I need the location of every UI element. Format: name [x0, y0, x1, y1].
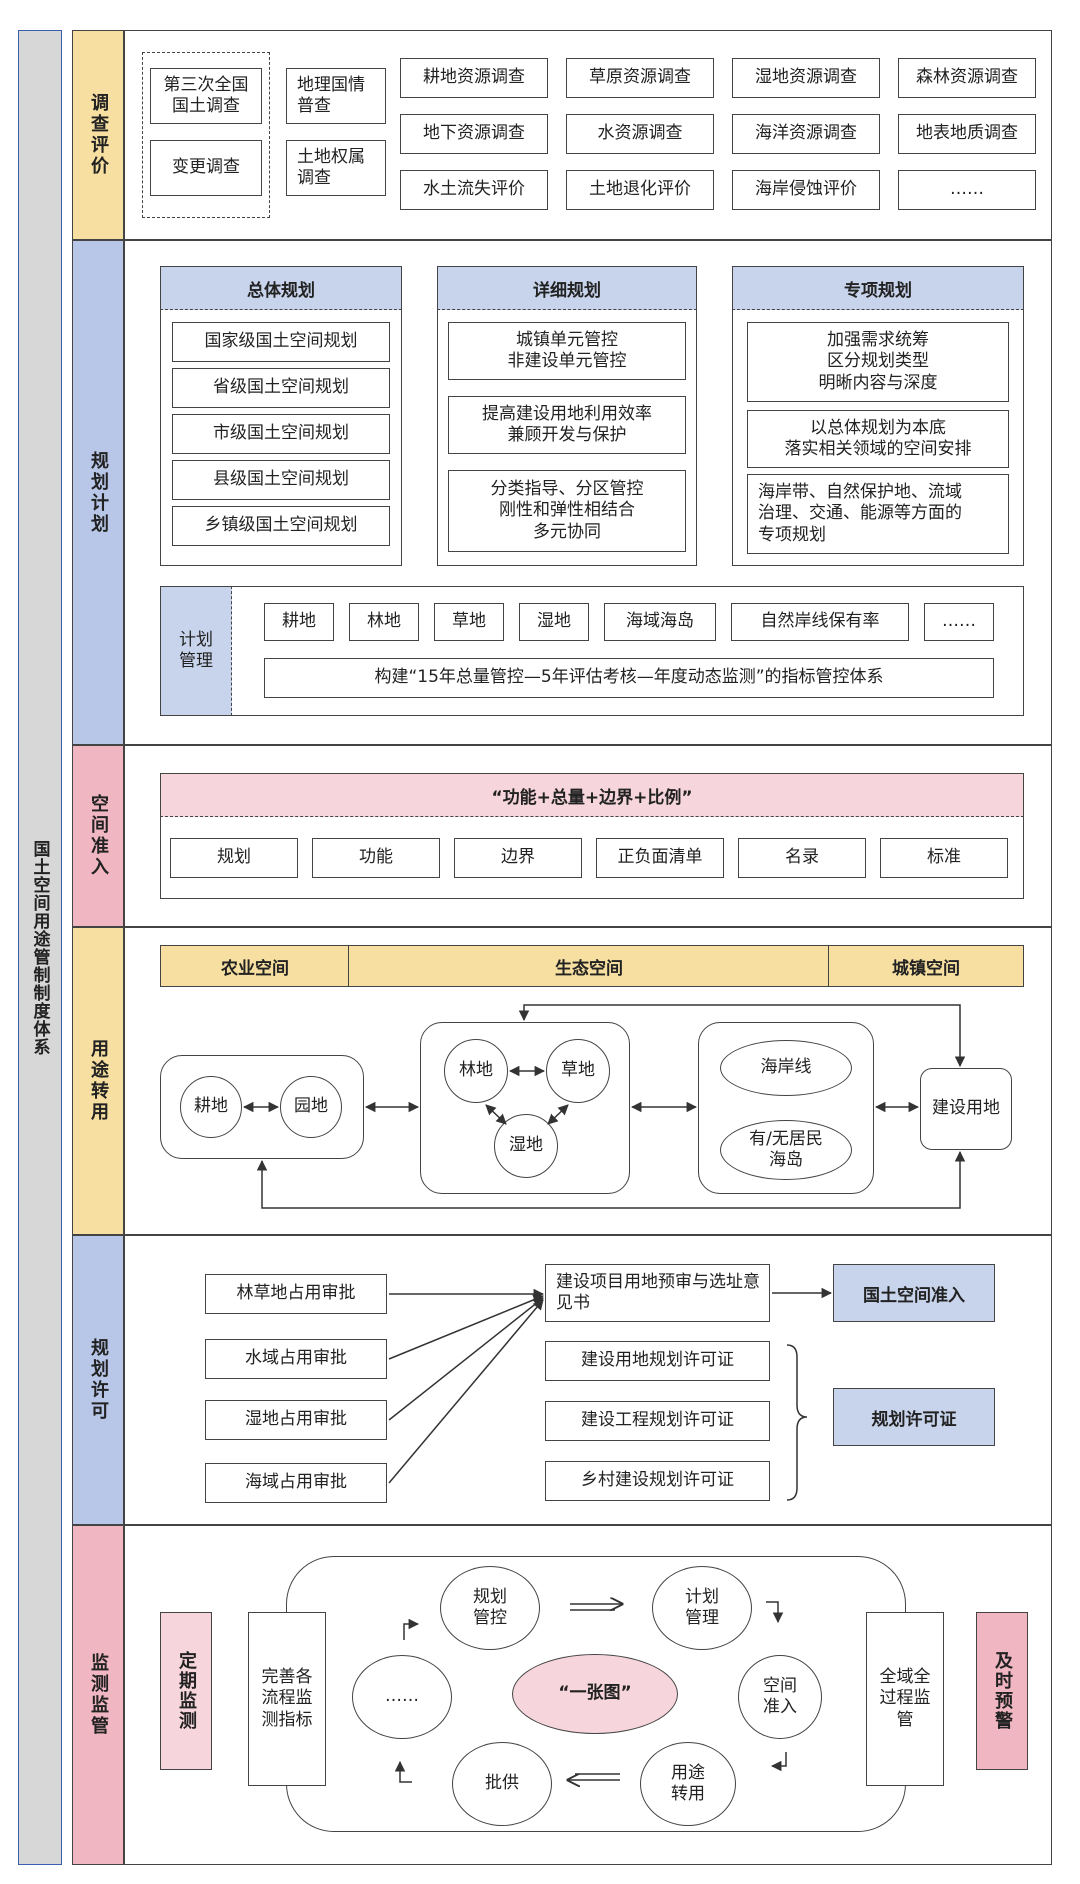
monitor-left-box: 完善各流程监测指标 [248, 1612, 326, 1786]
arrow-approval-4 [388, 1299, 544, 1484]
overall-plan-item: 市级国土空间规划 [172, 414, 390, 454]
detailed-plan-item: 提高建设用地利用效率 兼顾开发与保护 [448, 396, 686, 454]
overall-plan-item: 乡镇级国土空间规划 [172, 506, 390, 546]
overall-plan-item: 国家级国土空间规划 [172, 322, 390, 362]
space-urban: 城镇空间 [828, 945, 1024, 987]
license-item: 建设工程规划许可证 [545, 1401, 770, 1441]
node-farmland: 耕地 [180, 1076, 242, 1138]
plan-mgmt-tag: 林地 [349, 603, 419, 641]
plan-mgmt-tag: 耕地 [264, 603, 334, 641]
arrow-grass-wetland [547, 1104, 569, 1125]
arrow-approval-2 [388, 1294, 544, 1360]
access-item: 正负面清单 [596, 838, 724, 878]
section-label-conversion: 用途转用 [72, 927, 124, 1235]
node-construction-land: 建设用地 [920, 1068, 1012, 1150]
approval-item: 林草地占用审批 [205, 1274, 387, 1314]
plan-mgmt-tag: 湿地 [519, 603, 589, 641]
plan-mgmt-label: 计划管理 [160, 586, 232, 716]
survey-box: 变更调查 [150, 140, 262, 196]
arrow-approval-3 [388, 1297, 544, 1421]
node-forest: 林地 [444, 1039, 508, 1103]
plan-mgmt-tag: 自然岸线保有率 [731, 603, 909, 641]
cycle-arrow-5 [394, 1760, 412, 1783]
license-item: 建设用地规划许可证 [545, 1341, 770, 1381]
special-plan-item: 以总体规划为本底 落实相关领域的空间安排 [747, 410, 1009, 468]
special-plan-item: 海岸带、自然保护地、流域 治理、交通、能源等方面的 专项规划 [747, 474, 1009, 554]
survey-item: 地表地质调查 [898, 114, 1036, 154]
detailed-plan-item: 分类指导、分区管控 刚性和弹性相结合 多元协同 [448, 470, 686, 552]
plan-mgmt-tag: 草地 [434, 603, 504, 641]
survey-item: 草原资源调查 [566, 58, 714, 98]
access-item: 名录 [738, 838, 866, 878]
monitor-right-tag: 及时预警 [976, 1612, 1028, 1770]
survey-item: 森林资源调查 [898, 58, 1036, 98]
access-item: 功能 [312, 838, 440, 878]
cycle-arrow-2 [766, 1601, 784, 1624]
survey-item: 土地退化评价 [566, 170, 714, 210]
section-label-monitor: 监测监管 [72, 1525, 124, 1865]
section-label-survey: 调查评价 [72, 30, 124, 240]
section-label-access: 空间准入 [72, 745, 124, 927]
access-item: 边界 [454, 838, 582, 878]
cycle-node: 用途转用 [640, 1742, 736, 1826]
plan-mgmt-system: 构建“15年总量管控—5年评估考核—年度动态监测”的指标管控体系 [264, 658, 994, 698]
survey-item: 海岸侵蚀评价 [732, 170, 880, 210]
detailed-plan-header: 详细规划 [437, 266, 697, 310]
survey-item: 地下资源调查 [400, 114, 548, 154]
overall-plan-item: 县级国土空间规划 [172, 460, 390, 500]
cycle-node: 计划管理 [652, 1566, 752, 1650]
plan-mgmt-tag: …… [924, 603, 994, 641]
cycle-node: 批供 [452, 1742, 552, 1826]
cycle-node: 规划管控 [440, 1566, 540, 1650]
access-item: 规划 [170, 838, 298, 878]
survey-item: 海洋资源调查 [732, 114, 880, 154]
special-plan-header: 专项规划 [732, 266, 1024, 310]
approval-item: 海域占用审批 [205, 1463, 387, 1503]
arrow-forest-wetland [485, 1104, 507, 1125]
section-label-permit: 规划许可 [72, 1235, 124, 1525]
survey-item: 水土流失评价 [400, 170, 548, 210]
survey-item: 水资源调查 [566, 114, 714, 154]
arrow-agri-build-bottom [256, 1150, 966, 1209]
approval-item: 湿地占用审批 [205, 1400, 387, 1440]
license-brace [786, 1344, 808, 1501]
survey-item: 湿地资源调查 [732, 58, 880, 98]
cycle-node: 空间准入 [738, 1655, 822, 1739]
section-label-planning: 规划计划 [72, 240, 124, 745]
overall-plan-header: 总体规划 [160, 266, 402, 310]
survey-item: 耕地资源调查 [400, 58, 548, 98]
cycle-arrow-6 [403, 1618, 420, 1640]
space-ecology: 生态空间 [348, 945, 830, 987]
license-group-box: 规划许可证 [833, 1388, 995, 1446]
node-orchard: 园地 [280, 1076, 342, 1138]
detailed-plan-item: 城镇单元管控 非建设单元管控 [448, 322, 686, 380]
territory-access-box: 国土空间准入 [833, 1264, 995, 1322]
plan-mgmt-tag: 海域海岛 [604, 603, 716, 641]
survey-box: 土地权属调查 [286, 140, 386, 196]
overall-plan-item: 省级国土空间规划 [172, 368, 390, 408]
license-item: 乡村建设规划许可证 [545, 1461, 770, 1501]
survey-dashed-group [142, 52, 270, 218]
survey-item: …… [898, 170, 1036, 210]
approval-item: 水域占用审批 [205, 1339, 387, 1379]
arrow-eco-build-top [518, 1004, 966, 1068]
access-title: “功能+总量+边界+比例” [160, 773, 1024, 817]
special-plan-item: 加强需求统筹 区分规划类型 明晰内容与深度 [747, 322, 1009, 402]
cycle-node: …… [352, 1655, 452, 1739]
one-map-center: “一张图” [512, 1654, 678, 1734]
preapproval-box: 建设项目用地预审与选址意见书 [545, 1264, 770, 1322]
monitor-left-tag: 定期监测 [160, 1612, 212, 1770]
cycle-arrow-3 [770, 1752, 787, 1772]
access-item: 标准 [880, 838, 1008, 878]
survey-box: 地理国情普查 [286, 68, 386, 124]
system-title: 国土空间用途管制制度体系 [29, 839, 50, 1056]
monitor-right-box: 全域全过程监管 [866, 1612, 944, 1786]
space-agriculture: 农业空间 [160, 945, 350, 987]
survey-box: 第三次全国国土调查 [150, 68, 262, 124]
system-title-column [18, 30, 62, 1865]
